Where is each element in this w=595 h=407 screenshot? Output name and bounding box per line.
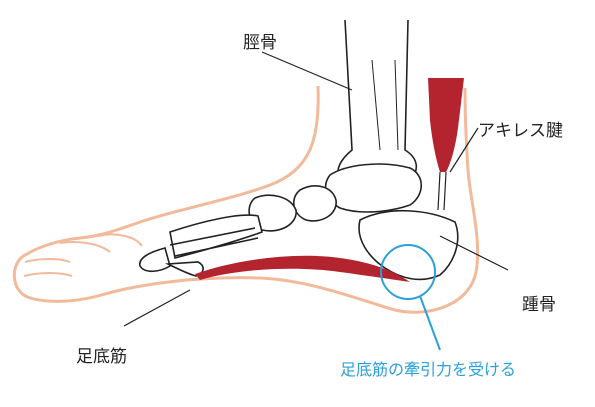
tibia-label: 脛骨 (243, 33, 277, 53)
callout-circle (380, 244, 436, 300)
toe-outline (23, 233, 143, 277)
tibia-bone (337, 19, 418, 181)
plantar-fascia-label: 足底筋 (76, 347, 127, 367)
achilles-tendon-muscle (428, 78, 464, 172)
achilles-label: アキレス腱 (478, 121, 563, 141)
tibia-leader-line (261, 51, 353, 91)
calcaneus-leader-line (439, 235, 509, 271)
phalanx-bones (139, 247, 204, 277)
callout-leader-line (419, 295, 441, 351)
callout-label: 足底筋の牽引力を受ける (340, 360, 517, 379)
navicular-bone (293, 185, 337, 222)
calcaneus-label: 踵骨 (522, 295, 556, 315)
fibula-bone (371, 59, 399, 151)
plantar-fascia-band (195, 255, 410, 282)
foot-skin-outline (12, 85, 480, 314)
achilles-tendon-lines (437, 171, 447, 211)
plantar-fascia-leader-line (123, 289, 191, 327)
achilles-leader-line (449, 127, 479, 173)
talus-bone (324, 163, 423, 213)
metatarsal-bones (169, 214, 263, 259)
